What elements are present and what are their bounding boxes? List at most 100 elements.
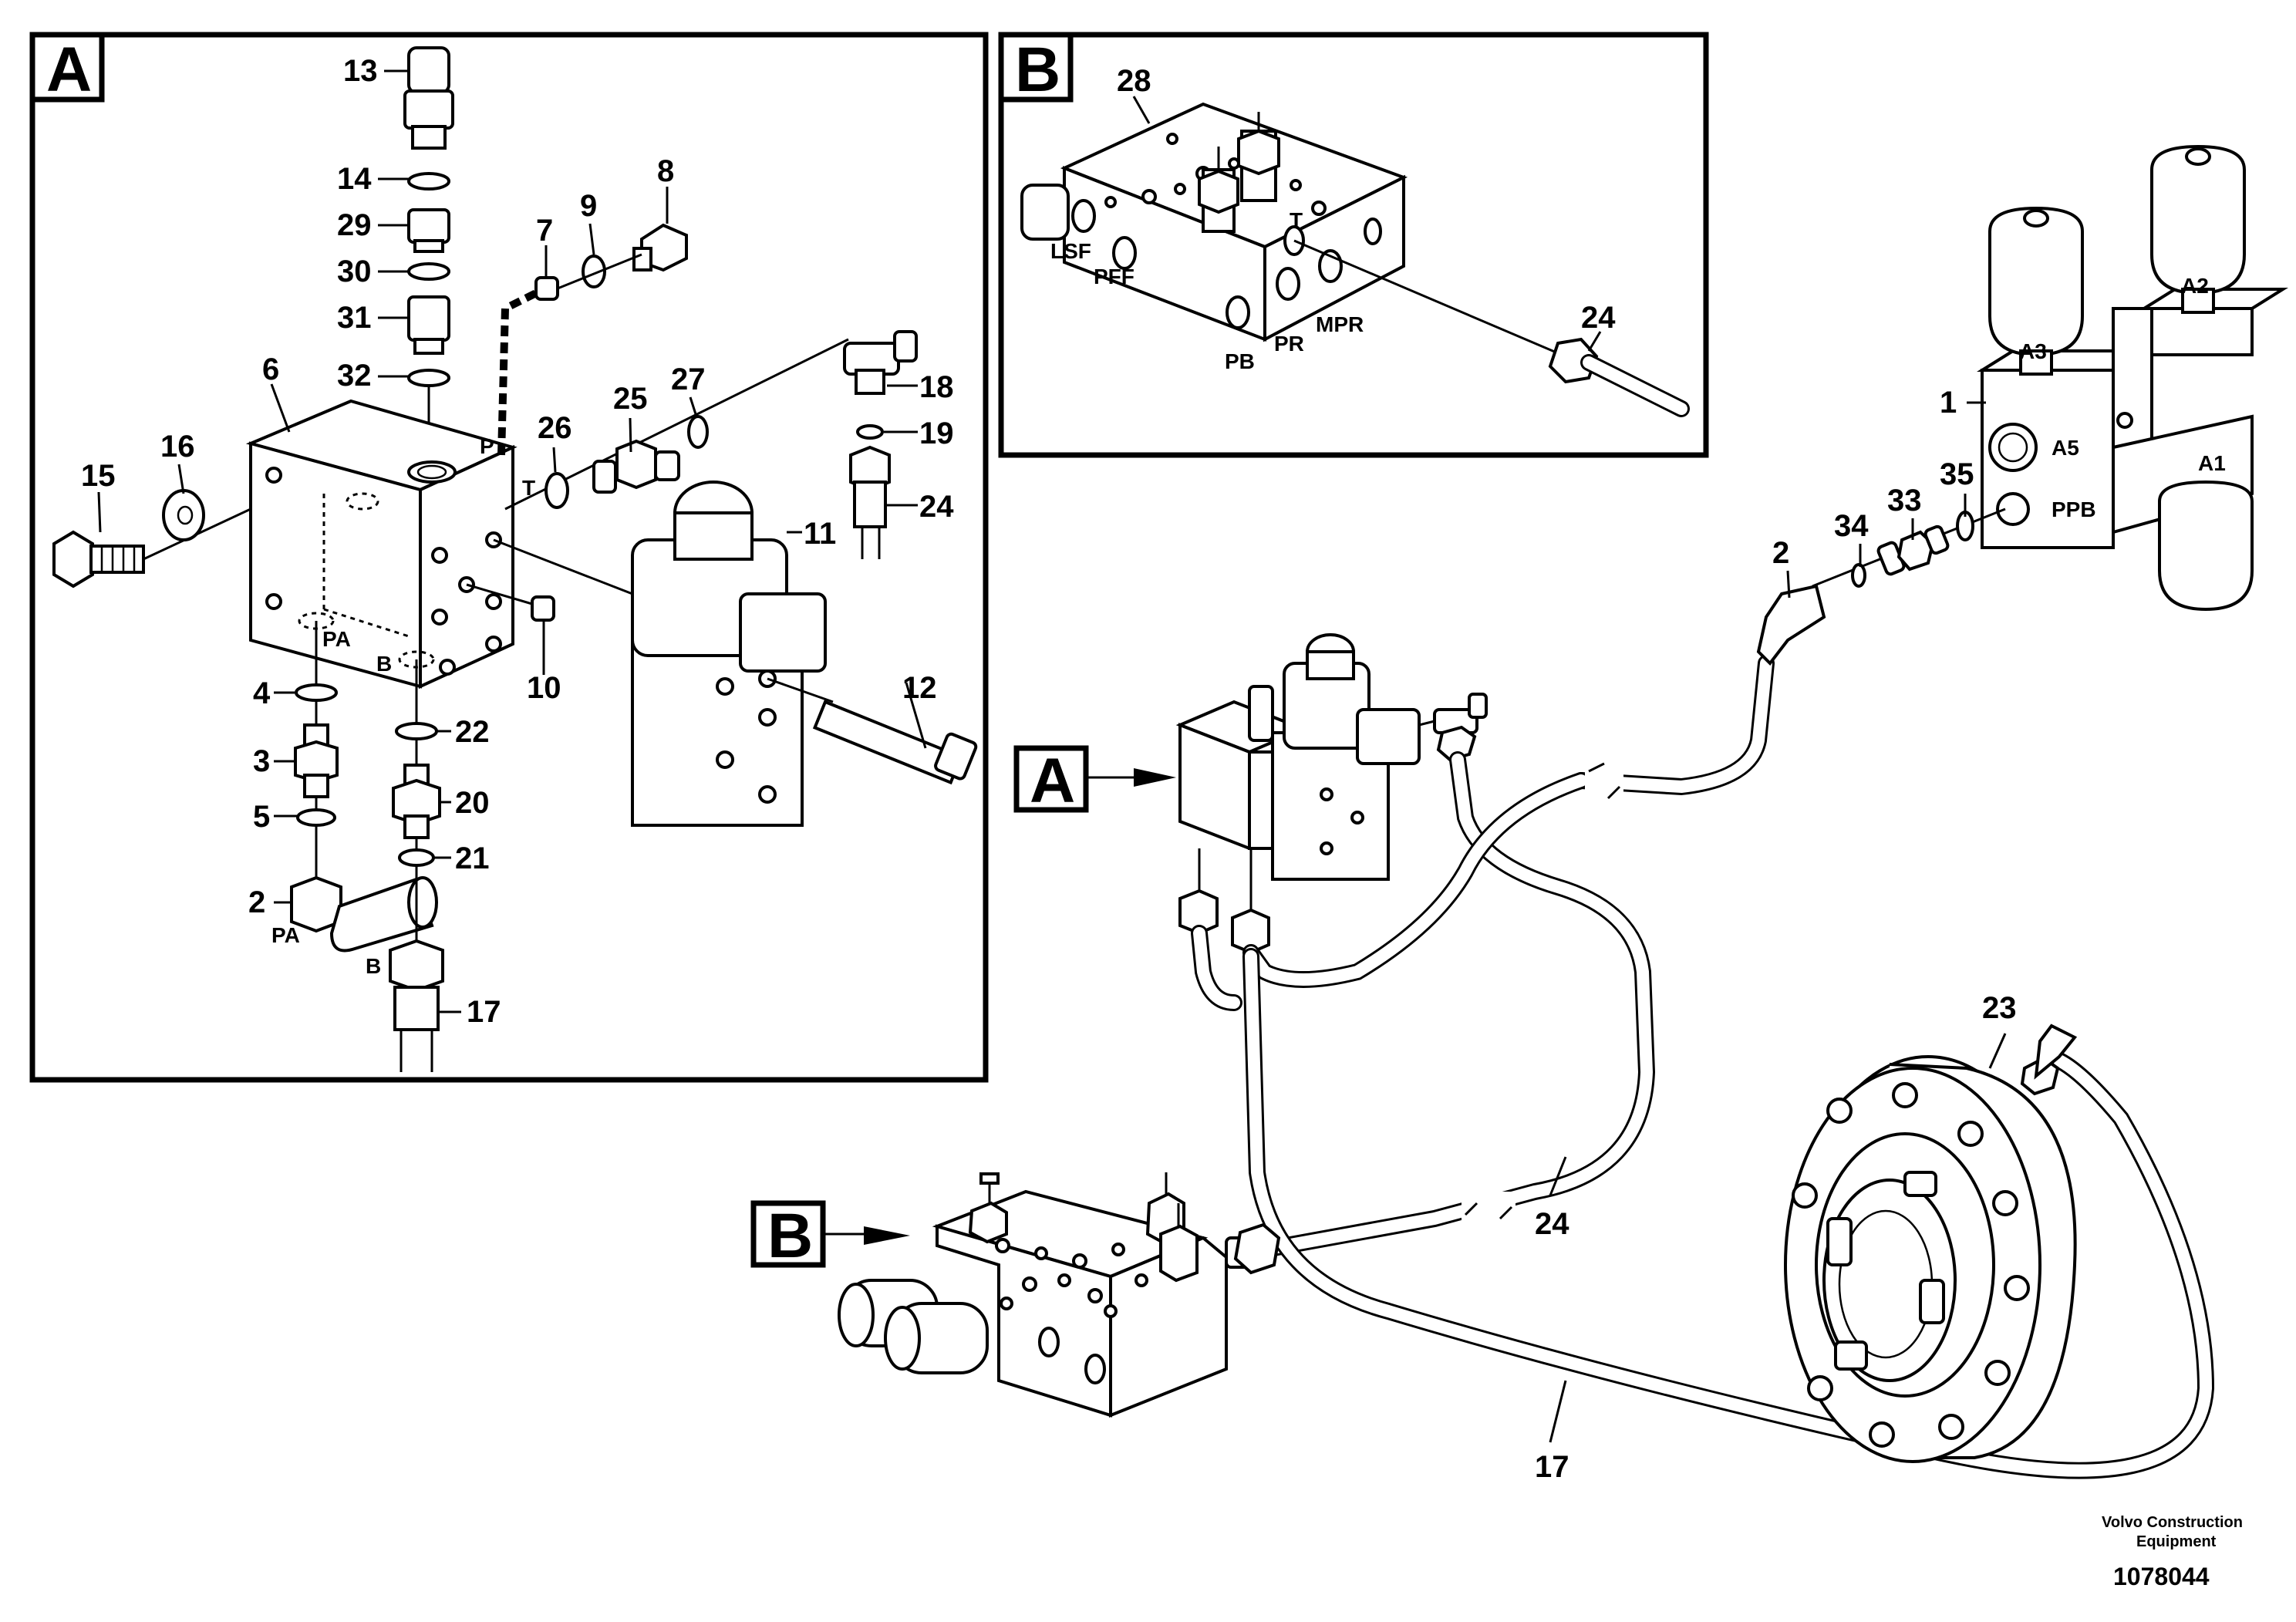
part-13-coupling (403, 46, 454, 150)
part-16-washer (162, 489, 205, 541)
callout-16: 16 (160, 430, 195, 464)
port-mpr: MPR (1316, 312, 1364, 336)
hose-24-main (1256, 751, 1656, 1258)
callout-13: 13 (343, 54, 378, 88)
part-2-elbow-a (290, 875, 438, 953)
callout-24-main: 24 (1535, 1207, 1569, 1241)
part-25-nipple (592, 439, 680, 494)
part-31-adapter (407, 295, 450, 355)
part-29-adapter (407, 208, 450, 253)
callout-11: 11 (804, 517, 836, 551)
part-28-manifold-block (1020, 102, 1408, 342)
callout-25: 25 (613, 382, 648, 416)
callout-2-a: 2 (248, 885, 265, 919)
valve-assembly-a (1175, 633, 1488, 955)
accumulator-a1 (2158, 480, 2254, 612)
callout-10: 10 (527, 671, 561, 705)
port-a1: A1 (2198, 451, 2226, 475)
part-11-solenoid-valve (631, 481, 827, 827)
callout-17-main: 17 (1535, 1450, 1569, 1484)
port-pa-elbow: PA (271, 923, 300, 947)
port-p: P (480, 434, 494, 458)
callout-26: 26 (538, 411, 572, 445)
tag-b-arrow: B (750, 1200, 910, 1271)
drawing-number: 1078044 (2113, 1563, 2210, 1590)
callout-17-a: 17 (467, 995, 501, 1029)
part-19-oring (856, 424, 884, 440)
main-tag-a: A (1030, 746, 1075, 816)
tag-a-arrow: A (1013, 745, 1176, 816)
valve-assembly-b (838, 1172, 1281, 1418)
callout-3: 3 (253, 744, 270, 778)
callout-1: 1 (1940, 386, 1957, 420)
detail-a-leaders (97, 69, 927, 1013)
detail-a-tag: A (46, 35, 92, 105)
part-26-oring (544, 472, 569, 509)
company-name-line2: Equipment (2136, 1533, 2217, 1550)
part-17-hose-end (389, 939, 444, 1072)
footer: Volvo Construction Equipment 1078044 (2102, 1514, 2243, 1590)
company-name-line1: Volvo Construction (2102, 1514, 2243, 1531)
part-18-tee (843, 330, 918, 395)
callout-35: 35 (1940, 457, 1974, 491)
part-7-fitting (534, 276, 559, 301)
part-27-oring (687, 415, 709, 449)
part-23-swivel (1784, 1023, 2078, 1463)
part-21-oring (398, 848, 435, 867)
part-33-nipple (1876, 524, 1950, 576)
main-leaders (1549, 401, 2007, 1443)
callout-8: 8 (657, 154, 674, 188)
accumulator-a2 (2150, 144, 2246, 314)
port-b-elbow: B (366, 954, 381, 978)
callout-21: 21 (455, 841, 490, 875)
callout-14: 14 (337, 162, 372, 196)
accumulator-a3 (1988, 206, 2084, 376)
part-8-plug (632, 223, 688, 272)
part-5-oring (296, 808, 336, 827)
callout-9: 9 (580, 189, 597, 223)
part-9-oring (582, 255, 606, 288)
callout-31: 31 (337, 301, 372, 335)
port-pa-block: PA (322, 627, 351, 651)
port-t-b: T (1290, 208, 1303, 232)
part-34-oring (1851, 563, 1866, 588)
part-32-oring (407, 369, 450, 387)
hose-2-main (1191, 772, 1590, 1011)
port-lsf: LSF (1050, 239, 1091, 263)
callout-24-b: 24 (1581, 301, 1616, 335)
callout-19: 19 (919, 416, 954, 450)
part-22-oring (395, 722, 438, 740)
port-t: T (522, 476, 535, 500)
port-ppb: PPB (2052, 497, 2096, 521)
part-3-nipple (294, 723, 339, 798)
part-15-bolt (52, 530, 145, 588)
detail-b-tag: B (1015, 35, 1060, 105)
callout-6: 6 (262, 352, 279, 386)
port-a5: A5 (2052, 436, 2079, 460)
callout-2-main: 2 (1772, 536, 1789, 570)
port-a3: A3 (2019, 339, 2047, 363)
callout-34: 34 (1834, 509, 1869, 543)
callout-20: 20 (455, 786, 490, 820)
callout-24-a: 24 (919, 490, 954, 524)
part-30-oring (407, 262, 450, 281)
port-pff: PFF (1094, 265, 1135, 288)
part-4-oring (295, 683, 338, 702)
hose-17-main (1242, 948, 2215, 1479)
part-14-oring (407, 172, 450, 191)
callout-30: 30 (337, 255, 372, 288)
part-10-plug (531, 595, 555, 622)
port-pr: PR (1274, 332, 1304, 356)
callout-29: 29 (337, 208, 372, 242)
callout-12: 12 (902, 671, 937, 705)
part-20-nipple (392, 764, 441, 839)
detail-a-panel: A (29, 32, 989, 1083)
callout-7: 7 (536, 214, 553, 248)
callout-27: 27 (671, 363, 706, 396)
callout-5: 5 (253, 800, 270, 834)
callout-28: 28 (1117, 64, 1151, 98)
part-24-fitting-a (849, 445, 891, 559)
part-6-valve-block (245, 399, 518, 690)
callout-18: 18 (919, 370, 954, 404)
